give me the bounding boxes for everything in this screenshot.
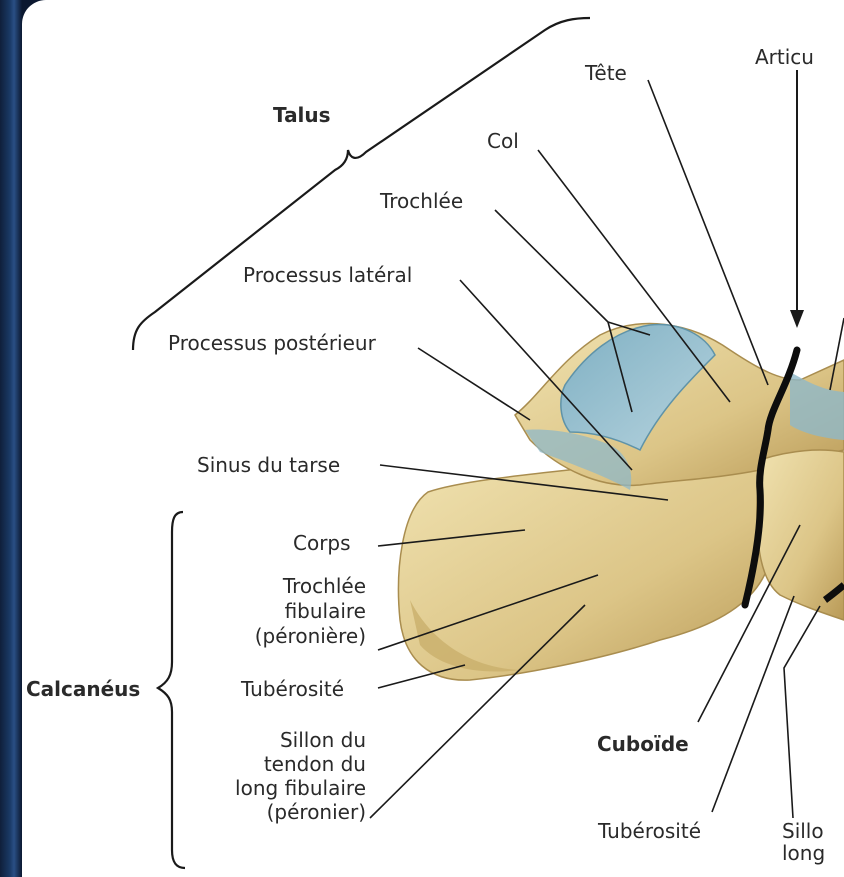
label-tuberosite-cuboide: Tubérosité [598,820,701,842]
leader-trochlee-a [495,210,608,322]
leader-sillon-long [784,606,820,818]
label-processus-lateral: Processus latéral [243,264,412,286]
label-tete: Tête [585,62,627,84]
label-trochlee: Trochlée [380,190,463,212]
label-sillon-tendon: Sillon du tendon du long fibulaire (péro… [170,728,366,824]
label-trochlee-fibulaire: Trochlée fibulaire (péronière) [200,574,366,649]
label-sillon-partial: Sillo long [782,820,825,864]
label-sinus-du-tarse: Sinus du tarse [197,454,340,476]
label-tuberosite-calcaneus: Tubérosité [241,678,344,700]
talus-brace [133,18,590,350]
label-articulation: Articu [755,46,814,68]
label-processus-posterieur: Processus postérieur [168,332,376,354]
calcaneus-bone [398,459,770,680]
label-cuboide: Cuboïde [597,733,689,755]
leader-processus-posterieur [418,348,530,420]
articulation-arrow-head [790,310,804,328]
label-talus: Talus [273,104,331,126]
leader-tuberosite-cuboide [712,596,794,812]
label-calcaneus: Calcanéus [26,678,140,700]
label-corps: Corps [293,532,351,554]
label-col: Col [487,130,519,152]
